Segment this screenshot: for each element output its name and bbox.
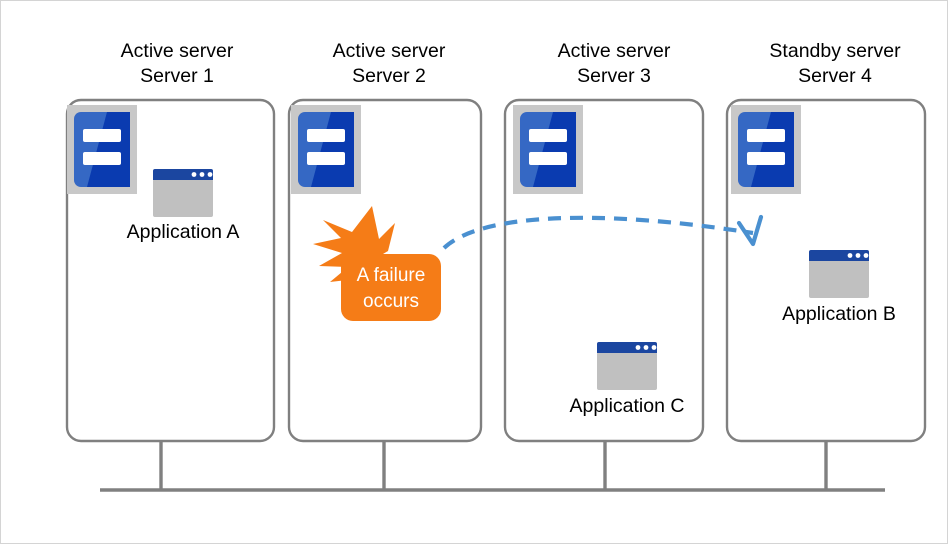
failure-label-box bbox=[341, 254, 441, 321]
server-icon-3 bbox=[513, 105, 583, 194]
application-a-label: Application A bbox=[126, 221, 240, 243]
server-name-label-3: Server 3 bbox=[577, 65, 651, 87]
failover-arrowhead-icon bbox=[736, 214, 764, 247]
server-role-label-3: Active server bbox=[557, 40, 671, 62]
server-role-label-4: Standby server bbox=[769, 40, 901, 62]
failover-arrow bbox=[442, 214, 764, 250]
server-icon-2 bbox=[291, 105, 361, 194]
failure-label-line-2: occurs bbox=[363, 291, 419, 312]
application-c-icon bbox=[597, 342, 657, 390]
server-name-label-4: Server 4 bbox=[798, 65, 872, 87]
application-b-icon bbox=[809, 250, 869, 298]
server-icon-1 bbox=[67, 105, 137, 194]
failure-label-line-1: A failure bbox=[356, 265, 426, 286]
failover-arrow-path bbox=[442, 215, 754, 250]
server-name-label-1: Server 1 bbox=[140, 65, 214, 87]
server-title-3: Active server Server 3 bbox=[514, 39, 714, 89]
server-title-4: Standby server Server 4 bbox=[735, 39, 935, 89]
server-title-2: Active server Server 2 bbox=[289, 39, 489, 89]
server-title-1: Active server Server 1 bbox=[77, 39, 277, 89]
application-b-label: Application B bbox=[782, 303, 896, 325]
application-c-label: Application C bbox=[569, 395, 685, 417]
application-a-icon bbox=[153, 169, 213, 217]
server-name-label-2: Server 2 bbox=[352, 65, 426, 87]
network-bus-group bbox=[100, 442, 885, 492]
server-role-label-2: Active server bbox=[332, 40, 446, 62]
failure-label-text: A failure occurs bbox=[341, 263, 441, 315]
failure-burst-icon bbox=[313, 206, 395, 288]
server-icon-4 bbox=[731, 105, 801, 194]
server-role-label-1: Active server bbox=[120, 40, 234, 62]
